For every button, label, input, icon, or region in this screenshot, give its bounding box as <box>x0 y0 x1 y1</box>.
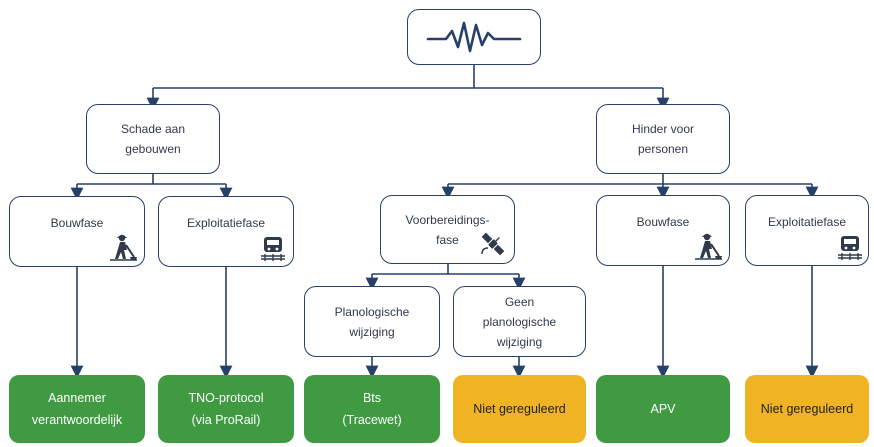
train-icon <box>261 237 285 261</box>
train-icon <box>838 236 862 260</box>
phase-damage-operation: Exploitatiefase <box>158 196 294 267</box>
satellite-icon <box>481 232 505 256</box>
phase-label: Exploitatiefase <box>186 216 266 230</box>
outcome-not-regulated-operation: Niet gereguleerd <box>745 375 869 443</box>
connector-root <box>153 64 663 89</box>
construction-worker-icon <box>695 233 722 260</box>
phase-preparation: Voorbereidings- fase <box>380 195 515 264</box>
construction-worker-icon <box>110 234 137 261</box>
phase-label: Exploitatiefase <box>767 215 847 229</box>
branch-damage-to-buildings: Schade aan gebouwen <box>86 104 220 174</box>
outcome-apv: APV <box>596 375 730 443</box>
branch-hindrance-to-people: Hinder voor personen <box>596 104 730 174</box>
no-planning-change-node: Geen planologische wijziging <box>453 286 586 357</box>
outcome-tno-protocol: TNO-protocol (via ProRail) <box>158 375 294 443</box>
phase-label: Bouwfase <box>50 216 104 230</box>
connector-hindrance <box>448 174 812 185</box>
connector-damage <box>77 174 226 185</box>
phase-damage-construction: Bouwfase <box>9 196 145 267</box>
phase-hindrance-construction: Bouwfase <box>596 195 730 266</box>
planning-change-node: Planologische wijziging <box>304 286 440 357</box>
connector-preparation-split <box>372 264 519 275</box>
signal-waveform-icon <box>426 21 522 53</box>
root-node <box>407 9 541 65</box>
phase-label: Voorbereidings- fase <box>405 212 490 247</box>
outcome-contractor-responsible: Aannemer verantwoordelijk <box>9 375 145 443</box>
outcome-bts: Bts (Tracewet) <box>304 375 440 443</box>
phase-label: Bouwfase <box>636 215 690 229</box>
phase-hindrance-operation: Exploitatiefase <box>745 195 869 266</box>
outcome-not-regulated-preparation: Niet gereguleerd <box>453 375 586 443</box>
